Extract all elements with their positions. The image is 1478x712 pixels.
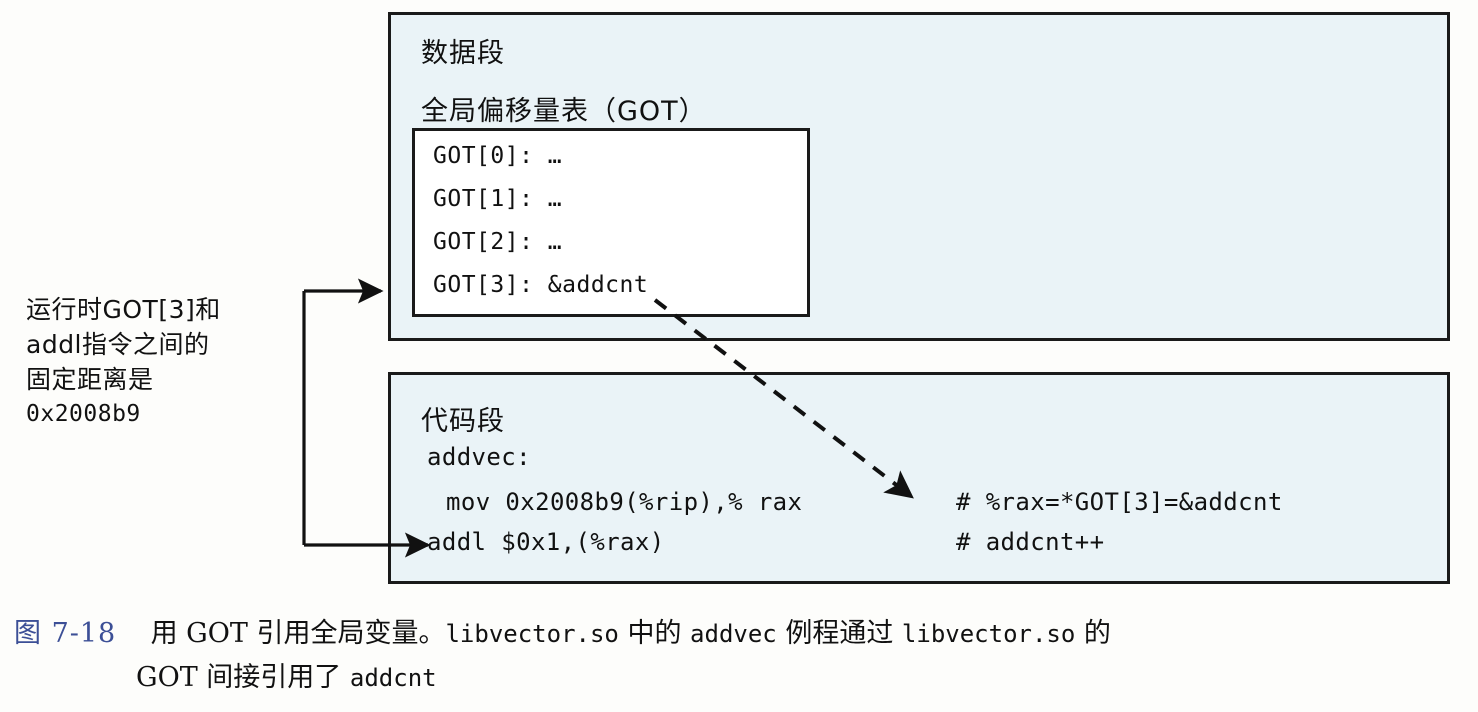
code-comment-addl: # addcnt++ xyxy=(956,528,1105,556)
code-section-box: 代码段 addvec: mov 0x2008b9(%rip),% rax add… xyxy=(388,372,1450,584)
got-table-title: 全局偏移量表（GOT） xyxy=(421,96,707,127)
got-table-box: GOT[0]: … GOT[1]: … GOT[2]: … GOT[3]: &a… xyxy=(412,128,810,317)
caption-mono-addvec: addvec xyxy=(690,620,777,648)
caption-text-c: 例程通过 xyxy=(776,618,902,649)
caption-text-b: 中的 xyxy=(618,618,691,649)
left-note-line-1: 运行时GOT[3]和 xyxy=(26,295,221,324)
left-note-line-2: addl指令之间的 xyxy=(26,330,210,359)
figure-caption: 图 7-18 用 GOT 引用全局变量。libvector.so 中的 addv… xyxy=(14,612,1464,700)
caption-line-2: GOT 间接引用了 addcnt xyxy=(14,656,1464,700)
caption-mono-addcnt: addcnt xyxy=(349,664,437,692)
got-entry-1: GOT[1]: … xyxy=(433,186,563,212)
code-section-title: 代码段 xyxy=(421,406,505,437)
code-instruction-mov: mov 0x2008b9(%rip),% rax xyxy=(446,488,803,516)
code-function-label: addvec: xyxy=(427,443,531,471)
figure-number: 图 7-18 xyxy=(14,618,117,649)
left-note-line-4: 0x2008b9 xyxy=(26,401,141,427)
left-annotation-note: 运行时GOT[3]和 addl指令之间的 固定距离是 0x2008b9 xyxy=(26,292,296,432)
got-entry-2: GOT[2]: … xyxy=(433,229,563,255)
caption-text-e: GOT 间接引用了 xyxy=(136,662,350,693)
code-comment-mov: # %rax=*GOT[3]=&addcnt xyxy=(956,488,1283,516)
got-entry-0: GOT[0]: … xyxy=(433,143,563,169)
caption-mono-libvector-2: libvector.so xyxy=(901,620,1076,648)
caption-text-a: 用 GOT 引用全局变量。 xyxy=(150,618,446,649)
caption-line-1: 图 7-18 用 GOT 引用全局变量。libvector.so 中的 addv… xyxy=(14,612,1464,656)
data-section-title: 数据段 xyxy=(421,38,505,69)
code-instruction-addl: addl $0x1,(%rax) xyxy=(427,528,665,556)
got-entry-3: GOT[3]: &addcnt xyxy=(433,272,649,298)
left-note-line-3: 固定距离是 xyxy=(26,365,154,394)
caption-mono-libvector-1: libvector.so xyxy=(445,620,619,648)
caption-text-d: 的 xyxy=(1075,618,1111,649)
